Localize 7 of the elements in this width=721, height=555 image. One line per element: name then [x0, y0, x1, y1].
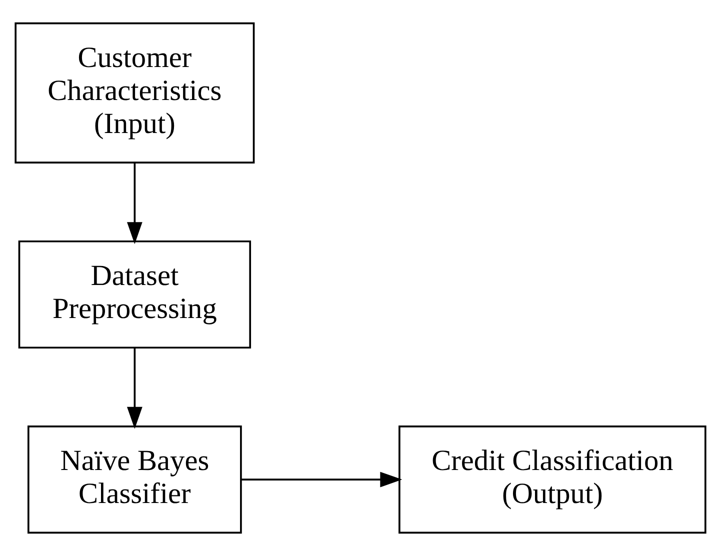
node-box: Dataset Preprocessing — [18, 240, 252, 348]
node-box: Customer Characteristics (Input) — [14, 22, 255, 163]
node-box: Credit Classification (Output) — [398, 424, 706, 534]
arrow — [126, 162, 142, 244]
node-box: Naïve Bayes Classifier — [28, 424, 242, 534]
arrow — [126, 347, 142, 428]
arrow — [242, 471, 402, 487]
